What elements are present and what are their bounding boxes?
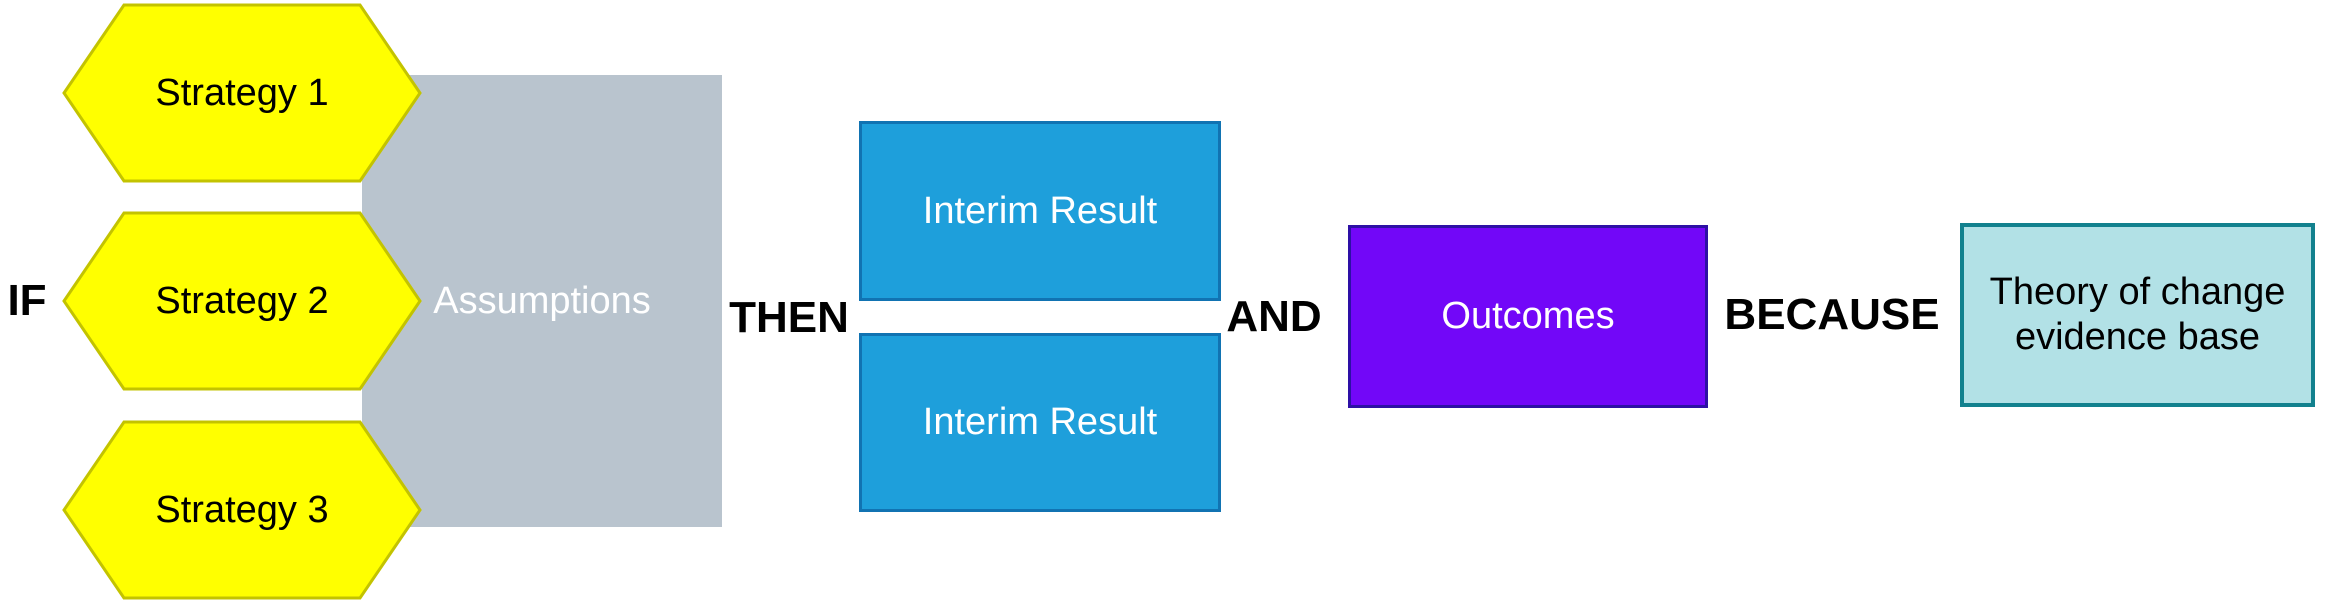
evidence-base-box: Theory of change evidence base bbox=[1960, 223, 2315, 407]
evidence-base-line-1: Theory of change bbox=[1989, 271, 2286, 314]
because-label: BECAUSE bbox=[1724, 290, 1940, 339]
strategy-2-hexagon: Strategy 2 bbox=[62, 211, 422, 391]
assumptions-box: Assumptions bbox=[362, 75, 722, 527]
strategy-1-hexagon: Strategy 1 bbox=[62, 3, 422, 183]
then-label: THEN bbox=[729, 293, 849, 342]
and-label: AND bbox=[1226, 292, 1322, 341]
outcomes-label: Outcomes bbox=[1441, 295, 1615, 338]
evidence-base-line-2: evidence base bbox=[2014, 316, 2261, 358]
if-label: IF bbox=[7, 276, 47, 325]
evidence-base-label: Theory of change evidence base bbox=[1990, 270, 2286, 360]
hexagon-shape bbox=[62, 3, 422, 183]
interim-result-1-label: Interim Result bbox=[922, 189, 1158, 232]
interim-result-2-label: Interim Result bbox=[922, 401, 1158, 444]
outcomes-box: Outcomes bbox=[1348, 225, 1708, 408]
interim-result-box-1: Interim Result bbox=[859, 121, 1221, 301]
hexagon-shape bbox=[62, 211, 422, 391]
interim-result-box-2: Interim Result bbox=[859, 333, 1221, 512]
strategy-3-hexagon: Strategy 3 bbox=[62, 420, 422, 600]
assumptions-label: Assumptions bbox=[433, 279, 651, 322]
hexagon-shape bbox=[62, 420, 422, 600]
